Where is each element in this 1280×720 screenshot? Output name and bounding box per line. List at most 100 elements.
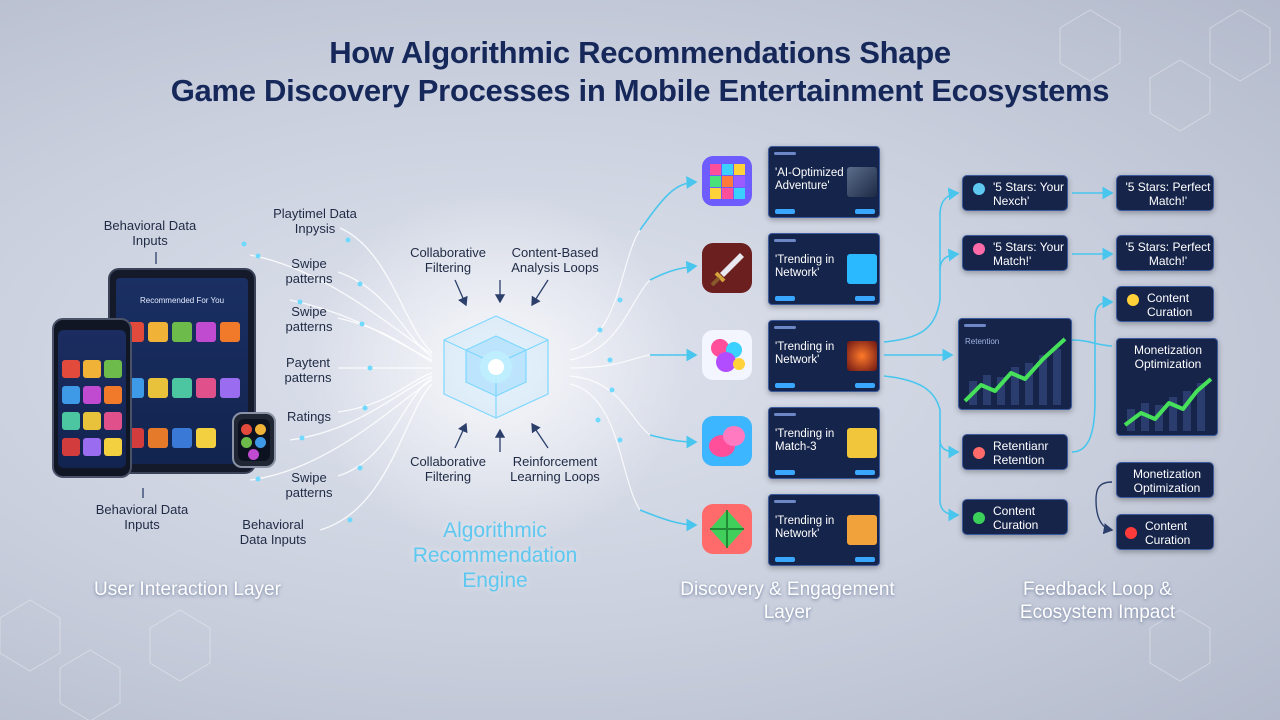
smartwatch-device <box>232 412 276 468</box>
input-label-swipe-2: Swipe patterns <box>285 304 333 334</box>
engine-label-collaborative-bottom: Collaborative Filtering <box>410 454 486 484</box>
card-action-button[interactable] <box>775 383 795 388</box>
game-tile <box>255 437 266 448</box>
card-header-bar <box>774 239 796 242</box>
curation-icon <box>973 512 985 524</box>
alert-icon <box>1125 527 1137 539</box>
engine-label-collaborative-top: Collaborative Filtering <box>410 245 486 275</box>
candy-icon <box>709 426 745 457</box>
feedback-text: Content Curation <box>993 504 1039 532</box>
phone-device <box>52 318 132 478</box>
game-tile <box>62 412 80 430</box>
retention-chart-card: Retention <box>958 318 1072 410</box>
game-tile <box>196 322 216 342</box>
discovery-card-2[interactable]: 'Trending in Network' <box>768 233 880 305</box>
behavioral-data-inputs-bottom: Behavioral Data Inputs <box>95 502 189 532</box>
game-tile <box>148 378 168 398</box>
card-secondary-button[interactable] <box>855 296 875 301</box>
bubble-game-icon <box>702 330 752 380</box>
feedback-text: '5 Stars: Perfect Match!' <box>1125 240 1211 268</box>
feedback-text: Monetization Optimization <box>1132 467 1202 495</box>
game-tile <box>196 428 216 448</box>
game-tile <box>248 449 259 460</box>
feedback-retention[interactable]: Retentianr Retention <box>962 434 1068 470</box>
game-tile <box>241 424 252 435</box>
game-tile <box>241 437 252 448</box>
game-tile <box>172 378 192 398</box>
game-tile <box>220 322 240 342</box>
game-tile <box>62 386 80 404</box>
engine-title: Algorithmic Recommendation Engine <box>412 519 578 592</box>
card-secondary-button[interactable] <box>855 209 875 214</box>
sword-icon <box>710 253 744 287</box>
engine-label-content-based: Content-Based Analysis Loops <box>511 245 599 275</box>
tablet-heading: Recommended For You <box>139 296 225 305</box>
feedback-text: '5 Stars: Perfect Match!' <box>1125 180 1211 208</box>
card-text: 'Trending in Network' <box>775 341 835 366</box>
user-icon <box>973 243 985 255</box>
color-grid-icon <box>710 164 745 199</box>
title-line-2: Game Discovery Processes in Mobile Enter… <box>170 73 1110 108</box>
fish-thumb-icon <box>847 254 877 284</box>
feedback-perfect-match-2[interactable]: '5 Stars: Perfect Match!' <box>1116 235 1214 271</box>
puzzle-game-icon <box>702 156 752 206</box>
game-tile <box>172 428 192 448</box>
feedback-text: Content Curation <box>1145 519 1191 547</box>
game-tile <box>104 360 122 378</box>
retention-trend-icon <box>963 337 1067 405</box>
feedback-perfect-match-1[interactable]: '5 Stars: Perfect Match!' <box>1116 175 1214 211</box>
engine-cube-icon <box>443 315 549 419</box>
game-tile <box>83 360 101 378</box>
game-tile <box>83 386 101 404</box>
gem-game-icon <box>702 504 752 554</box>
card-action-button[interactable] <box>775 557 795 562</box>
discovery-card-1[interactable]: 'AI-Optimized Adventure' <box>768 146 880 218</box>
gem-icon <box>710 510 744 548</box>
feedback-content-curation-2[interactable]: Content Curation <box>1116 286 1214 322</box>
feedback-text: '5 Stars: Your Match!' <box>993 240 1065 268</box>
chart-label: Retention <box>965 337 1000 346</box>
retention-icon <box>973 447 985 459</box>
candy-game-icon <box>702 416 752 466</box>
card-action-button[interactable] <box>775 296 795 301</box>
engine-label-reinforcement: Reinforcement Learning Loops <box>510 454 600 484</box>
feedback-layer-title: Feedback Loop & Ecosystem Impact <box>1019 579 1176 623</box>
card-header-bar <box>774 326 796 329</box>
input-label-payment: Paytent patterns <box>284 355 332 385</box>
fire-thumb-icon <box>847 341 877 371</box>
card-secondary-button[interactable] <box>855 557 875 562</box>
discovery-card-4[interactable]: 'Trending in Match-3 <box>768 407 880 479</box>
lightbulb-icon <box>1127 294 1139 306</box>
input-label-behavioral: Behavioral Data Inputs <box>239 517 307 547</box>
discovery-card-5[interactable]: 'Trending in Network' <box>768 494 880 566</box>
feedback-text: Content Curation <box>1147 291 1193 319</box>
feedback-rating-2[interactable]: '5 Stars: Your Match!' <box>962 235 1068 271</box>
feedback-monetization[interactable]: Monetization Optimization <box>1116 462 1214 498</box>
bubbles-icon <box>711 339 745 372</box>
card-secondary-button[interactable] <box>855 470 875 475</box>
feedback-text: Retentianr Retention <box>993 439 1049 467</box>
feedback-content-curation-3[interactable]: Content Curation <box>1116 514 1214 550</box>
monetization-chart-card: Monetization Optimization <box>1116 338 1218 436</box>
card-action-button[interactable] <box>775 209 795 214</box>
card-secondary-button[interactable] <box>855 383 875 388</box>
game-tile <box>83 438 101 456</box>
feedback-rating-1[interactable]: '5 Stars: Your Nexch' <box>962 175 1068 211</box>
input-label-swipe-1: Swipe patterns <box>285 256 333 286</box>
game-tile <box>220 378 240 398</box>
monetization-trend-icon <box>1123 377 1213 431</box>
game-tile <box>104 412 122 430</box>
card-text: 'Trending in Network' <box>775 515 835 540</box>
adventure-thumb-icon <box>847 167 877 197</box>
page-title: How Algorithmic Recommendations Shape Ga… <box>0 34 1280 110</box>
input-label-swipe-3: Swipe patterns <box>285 470 333 500</box>
discovery-card-3[interactable]: 'Trending in Network' <box>768 320 880 392</box>
feedback-content-curation[interactable]: Content Curation <box>962 499 1068 535</box>
card-text: 'Trending in Match-3 <box>775 428 835 453</box>
card-action-button[interactable] <box>775 470 795 475</box>
user-interaction-layer-title: User Interaction Layer <box>94 579 281 600</box>
card-header-bar <box>774 413 796 416</box>
game-tile <box>148 322 168 342</box>
phone-screen <box>58 330 126 468</box>
match3-thumb-icon <box>847 428 877 458</box>
